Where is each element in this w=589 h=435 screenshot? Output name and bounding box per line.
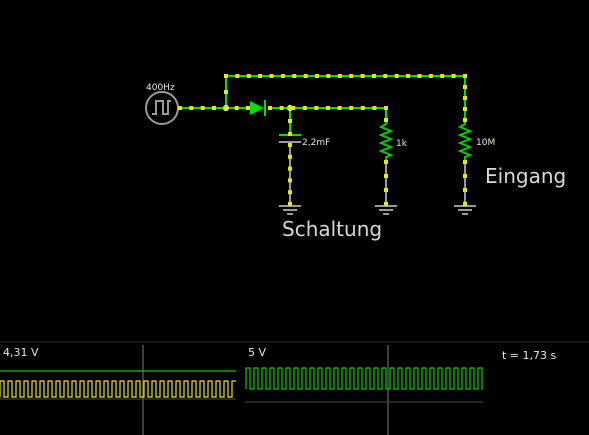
current-dot	[372, 74, 376, 78]
current-dot	[463, 107, 467, 111]
current-dot	[288, 154, 292, 159]
current-dot	[372, 106, 377, 110]
current-dot	[280, 74, 285, 78]
current-dot	[406, 74, 411, 78]
resistor-1k-zigzag	[378, 120, 394, 160]
square-wave-source[interactable]	[145, 91, 180, 125]
current-dot	[288, 202, 292, 206]
current-dot	[292, 74, 297, 78]
current-dot	[384, 174, 388, 178]
scope-2[interactable]	[245, 345, 483, 435]
current-dot	[258, 74, 263, 78]
current-dot	[288, 190, 292, 195]
ground-r1[interactable]	[375, 205, 397, 215]
current-dot	[417, 74, 422, 78]
current-dot	[463, 96, 467, 100]
current-dot	[463, 188, 467, 192]
current-dot	[384, 118, 388, 122]
capacitor-label: 2,2mF	[302, 138, 330, 148]
resistor-10m-zigzag	[457, 120, 473, 160]
current-dot	[384, 106, 388, 110]
current-dot	[234, 106, 239, 110]
current-dot	[463, 85, 467, 89]
scope-2-value: 5 V	[248, 346, 266, 359]
square-wave-icon	[152, 100, 171, 115]
current-dot	[315, 74, 319, 78]
ground-cap[interactable]	[279, 205, 301, 215]
scope-1-value: 4,31 V	[3, 346, 39, 359]
current-dot	[384, 188, 388, 192]
ground-r2[interactable]	[454, 205, 476, 215]
current-dot	[269, 74, 274, 78]
current-dot	[224, 74, 228, 78]
wires	[178, 75, 466, 134]
resistor-10m[interactable]	[457, 120, 473, 160]
current-dot	[189, 106, 194, 110]
ground-wires	[289, 142, 466, 206]
resistor-10m-label: 10M	[476, 138, 495, 148]
current-dot	[235, 74, 240, 78]
current-dot	[349, 106, 354, 110]
current-dot	[337, 106, 342, 110]
diode-triangle-icon	[250, 101, 264, 115]
current-dot	[463, 118, 467, 122]
current-dot	[288, 106, 292, 110]
current-dot	[288, 143, 292, 147]
current-dot	[268, 106, 272, 110]
current-dot	[326, 106, 330, 110]
scope-2-plot	[245, 345, 483, 435]
current-dot	[288, 132, 292, 136]
current-dot	[224, 90, 228, 94]
current-dot	[288, 178, 292, 183]
scope-2-trace	[245, 367, 483, 390]
current-dot	[360, 74, 365, 78]
source-frequency-label: 400Hz	[146, 83, 175, 93]
resistor-1k[interactable]	[378, 120, 394, 160]
circuit-label: Schaltung	[282, 217, 382, 241]
diode[interactable]	[250, 100, 266, 116]
current-dot	[288, 119, 292, 123]
current-dot	[246, 106, 250, 110]
current-dot	[349, 74, 354, 78]
scope-1-plot	[0, 345, 236, 435]
current-dot	[326, 74, 331, 78]
current-dot	[440, 74, 445, 78]
scope-1[interactable]	[0, 345, 236, 435]
current-dot	[246, 74, 251, 78]
current-dot	[224, 106, 228, 110]
current-dot	[384, 202, 388, 206]
capacitor[interactable]	[279, 134, 301, 143]
current-dot	[360, 106, 365, 110]
current-dot	[291, 106, 296, 110]
current-dot	[303, 74, 308, 78]
current-dots	[178, 74, 467, 206]
time-readout: t = 1,73 s	[502, 349, 557, 362]
current-dot	[463, 160, 467, 164]
current-dot	[288, 166, 292, 171]
current-dot	[428, 74, 433, 78]
current-dot	[451, 74, 456, 78]
current-dot	[384, 160, 388, 164]
scope-1-trace	[0, 380, 236, 398]
resistor-1k-label: 1k	[396, 139, 408, 149]
current-dot	[212, 106, 216, 110]
input-label: Eingang	[485, 164, 566, 188]
current-dot	[302, 106, 307, 110]
current-dot	[337, 74, 342, 78]
current-dot	[463, 74, 467, 78]
current-dot	[463, 174, 467, 178]
current-dot	[383, 74, 388, 78]
current-dot	[394, 74, 399, 78]
current-dot	[463, 202, 467, 206]
current-dot	[200, 106, 205, 110]
current-dot	[314, 106, 319, 110]
current-dot	[279, 106, 284, 110]
current-dot	[178, 106, 182, 110]
